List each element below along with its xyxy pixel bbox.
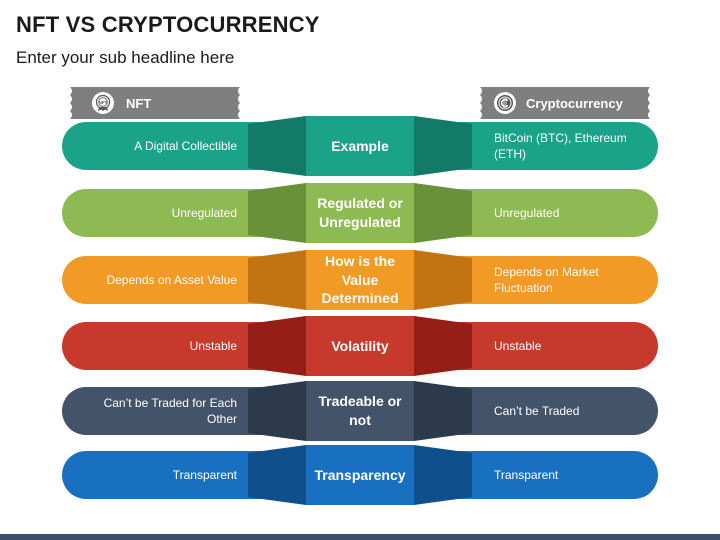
crypto-value: Unregulated — [494, 205, 560, 220]
comparison-row: A Digital Collectible Example BitCoin (BTC… — [62, 116, 658, 176]
nft-value: Can’t be Traded for Each Other — [103, 395, 237, 426]
row-shape — [62, 250, 658, 310]
crypto-column-label: Cryptocurrency — [526, 95, 623, 111]
criterion-label: Example — [331, 137, 389, 154]
criterion-label: Volatility — [331, 337, 389, 354]
comparison-row: Unstable Volatility Unstable — [62, 316, 658, 376]
criterion-label: Transparency — [314, 466, 406, 483]
crypto-value: Can’t be Traded — [494, 403, 580, 418]
row-shape — [62, 445, 658, 505]
footer-bar — [0, 534, 720, 540]
nft-value: Depends on Asset Value — [106, 272, 237, 287]
row-shape — [62, 316, 658, 376]
page-title: NFT VS CRYPTOCURRENCY — [16, 12, 320, 37]
comparison-row: Depends on Asset Value How is the Value D… — [62, 250, 658, 310]
comparison-row: Transparent Transparency Transparent — [62, 445, 658, 505]
criterion-label: Regulated or Unregulated — [317, 195, 403, 230]
tag-background — [70, 87, 240, 119]
crypto-value: Transparent — [494, 467, 559, 482]
nft-value: Unstable — [189, 338, 237, 353]
tag-background — [480, 87, 650, 119]
nft-value: Transparent — [172, 467, 237, 482]
row-shape — [62, 116, 658, 176]
criterion-label: How is the Value Determined — [321, 252, 399, 307]
nft-badge-icon: NFT — [92, 92, 114, 114]
svg-text:NFT: NFT — [99, 100, 108, 105]
nft-value: A Digital Collectible — [134, 138, 237, 153]
row-shape — [62, 381, 658, 441]
crypto-value: Unstable — [494, 338, 542, 353]
nft-column-label: NFT — [126, 95, 152, 111]
comparison-row: Can’t be Traded for Each Other Tradeable … — [62, 381, 658, 441]
crypto-value: BitCoin (BTC), Ethereum (ETH) — [494, 130, 627, 161]
page-subtitle: Enter your sub headline here — [16, 48, 235, 67]
nft-value: Unregulated — [171, 205, 237, 220]
crypto-column-tag: Cryptocurrency — [472, 87, 658, 119]
comparison-row: Unregulated Regulated or Unregulated Unreg… — [62, 183, 658, 243]
nft-column-tag: NFT NFT — [62, 87, 248, 119]
row-shape — [62, 183, 658, 243]
criterion-label: Tradeable or not — [318, 393, 402, 428]
crypto-coin-icon — [494, 92, 516, 114]
crypto-value: Depends on Market Fluctuation — [494, 264, 599, 295]
